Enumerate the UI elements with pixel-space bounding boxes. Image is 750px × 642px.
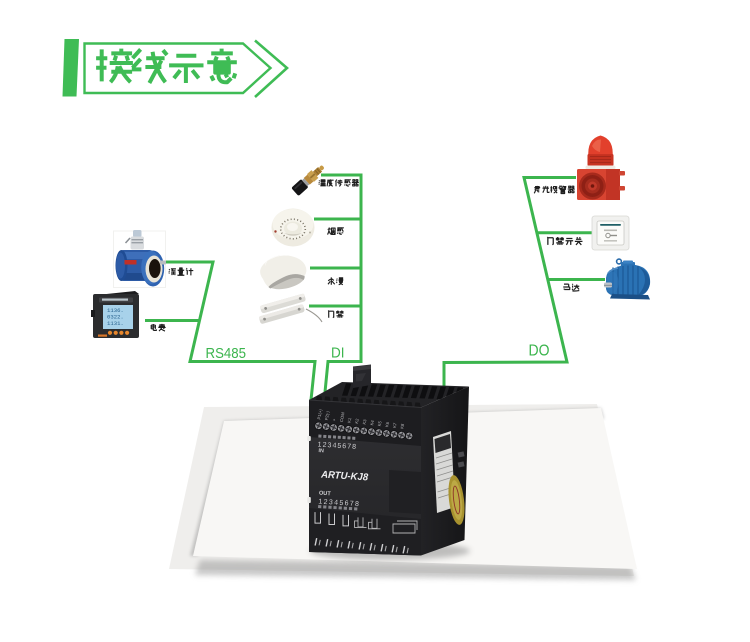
svg-text:IN: IN xyxy=(318,448,324,454)
svg-text:DI: DI xyxy=(331,345,345,362)
svg-text:K8: K8 xyxy=(399,423,405,430)
svg-text:ARTU-KJ8: ARTU-KJ8 xyxy=(320,469,369,483)
svg-text:K7: K7 xyxy=(392,422,398,429)
svg-text:P1(+): P1(+) xyxy=(316,408,323,420)
svg-text:OUT: OUT xyxy=(319,491,332,498)
svg-text:K4: K4 xyxy=(369,419,375,426)
svg-text:DO: DO xyxy=(529,343,550,360)
svg-text:P2(-): P2(-) xyxy=(324,410,331,421)
svg-text:K6: K6 xyxy=(384,421,390,428)
svg-text:+: + xyxy=(331,418,336,422)
svg-text:K1: K1 xyxy=(346,417,352,424)
svg-text:COM: COM xyxy=(339,411,346,422)
svg-text:1131.: 1131. xyxy=(107,320,124,327)
svg-text:K3: K3 xyxy=(362,418,368,425)
svg-text:1136.: 1136. xyxy=(107,307,124,314)
svg-text:RS485: RS485 xyxy=(206,345,247,362)
svg-text:K5: K5 xyxy=(377,420,383,427)
svg-text:12345678: 12345678 xyxy=(317,441,357,450)
svg-text:K2: K2 xyxy=(354,418,360,425)
svg-text:0322.: 0322. xyxy=(107,314,124,321)
svg-text:12345678: 12345678 xyxy=(318,499,360,509)
